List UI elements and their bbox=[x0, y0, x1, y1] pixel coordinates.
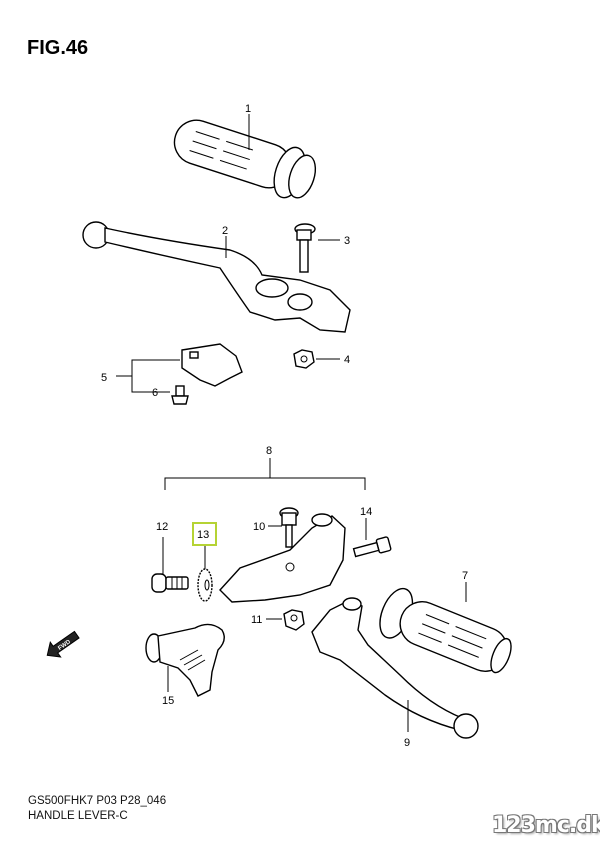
part-10-bolt[interactable] bbox=[279, 507, 299, 548]
part-11-nut[interactable] bbox=[283, 609, 305, 631]
part-9-clutch-lever[interactable] bbox=[311, 597, 479, 739]
callout-13-highlight-box bbox=[192, 522, 217, 546]
watermark-logo: 123mc.dk bbox=[492, 813, 600, 838]
part-1-throttle-grip[interactable] bbox=[168, 111, 322, 205]
callout-4: 4 bbox=[344, 354, 350, 366]
diagram-name: HANDLE LEVER-C bbox=[28, 810, 128, 822]
part-14-bolt[interactable] bbox=[352, 536, 392, 560]
callout-15: 15 bbox=[162, 695, 174, 707]
callout-6: 6 bbox=[152, 387, 158, 399]
callout-10: 10 bbox=[253, 521, 265, 533]
part-13-adjuster-nut[interactable] bbox=[197, 568, 213, 602]
forward-arrow-icon: FWD bbox=[46, 630, 80, 658]
callout-7: 7 bbox=[462, 570, 468, 582]
part-8-lever-holder[interactable] bbox=[219, 513, 346, 603]
callout-5: 5 bbox=[101, 372, 107, 384]
part-2-brake-lever[interactable] bbox=[82, 221, 351, 333]
callout-14: 14 bbox=[360, 506, 372, 518]
diagram-code: GS500FHK7 P03 P28_046 bbox=[28, 795, 167, 807]
figure-title: FIG.46 bbox=[27, 37, 89, 59]
callout-8: 8 bbox=[266, 445, 272, 457]
part-3-pivot-bolt[interactable] bbox=[294, 223, 316, 273]
part-6-screw[interactable] bbox=[171, 385, 189, 405]
part-15-lever-boot[interactable] bbox=[145, 623, 225, 697]
part-12-adjuster-bolt[interactable] bbox=[151, 573, 189, 593]
callout-11: 11 bbox=[251, 614, 262, 626]
part-7-handlebar-grip[interactable] bbox=[374, 584, 519, 683]
callout-13: 13 bbox=[197, 529, 209, 541]
callout-12: 12 bbox=[156, 521, 168, 533]
part-5-brake-switch[interactable] bbox=[181, 343, 243, 387]
callout-2: 2 bbox=[222, 225, 228, 237]
callout-9: 9 bbox=[404, 737, 410, 749]
part-4-nut[interactable] bbox=[293, 349, 315, 369]
callout-1: 1 bbox=[245, 103, 251, 115]
callout-3: 3 bbox=[344, 235, 350, 247]
